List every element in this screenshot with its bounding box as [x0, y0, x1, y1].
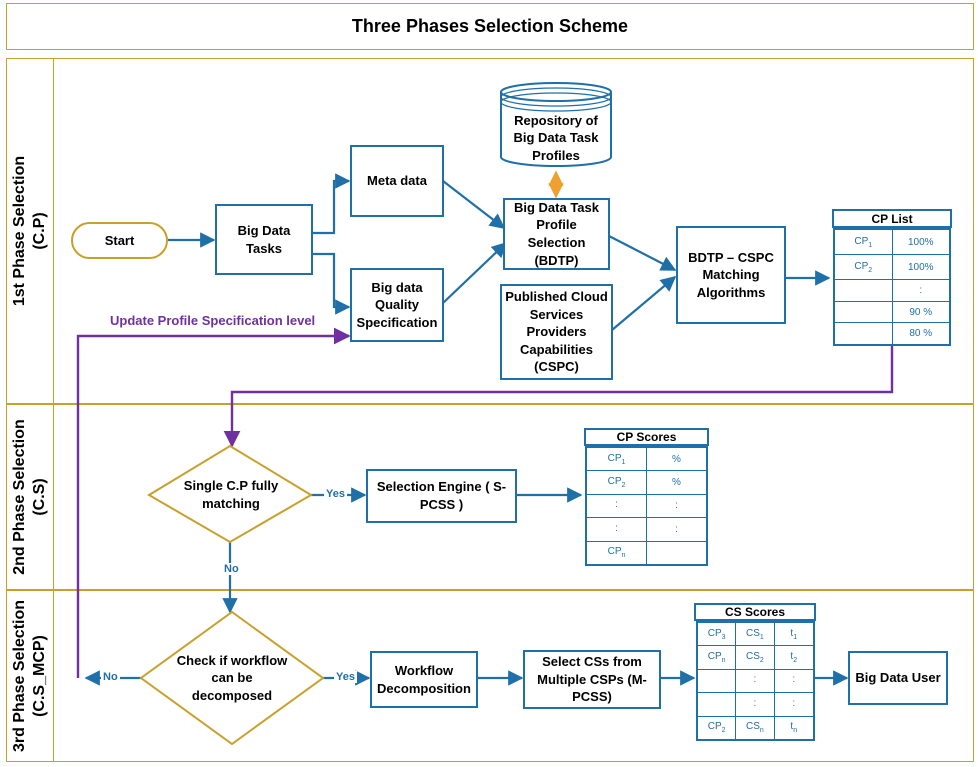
no-label-2: No [101, 671, 120, 683]
repository-label: Repository of Big Data Task Profiles [513, 112, 599, 163]
diagram-title: Three Phases Selection Scheme [6, 3, 974, 50]
table-row: : [834, 279, 950, 302]
repository-cylinder [500, 82, 612, 167]
no-label-1: No [222, 563, 241, 575]
single-cp-diamond [147, 444, 313, 544]
edge-cspc-matching [611, 276, 677, 331]
table-row: CP2% [586, 470, 707, 495]
phase-2-lane [6, 404, 974, 590]
edge-tasks-quality [312, 252, 351, 315]
meta-data-node: Meta data [350, 145, 444, 217]
check-workflow-label: Check if workflow can be decomposed [176, 652, 288, 703]
single-cp-label: Single C.P fully matching [183, 478, 279, 511]
update-profile-label: Update Profile Specification level [110, 313, 316, 328]
table-row: :: [586, 517, 707, 542]
start-node: Start [71, 222, 168, 259]
cp-scores-title: CP Scores [584, 428, 709, 446]
big-data-tasks-node: Big Data Tasks [215, 204, 313, 275]
table-row: 80 % [834, 322, 950, 345]
phase-1-lane [6, 58, 974, 404]
cspc-node: Published Cloud Services Providers Capab… [500, 284, 613, 380]
yes-label-2: Yes [334, 671, 357, 683]
edge-quality-bdtp [442, 241, 508, 304]
workflow-decomposition-node: Workflow Decomposition [370, 651, 478, 708]
cs-scores-title: CS Scores [694, 603, 816, 621]
table-row: :: [696, 692, 815, 717]
table-row: :: [696, 668, 815, 694]
table-row: 90 % [834, 300, 950, 324]
cp-list-title: CP List [832, 209, 952, 228]
matching-node: BDTP – CSPC Matching Algorithms [676, 226, 786, 324]
edge-update-profile [76, 327, 351, 678]
quality-spec-node: Big data Quality Specification [350, 268, 444, 342]
edge-cplist-single [223, 346, 894, 448]
cp-scores-table: CP1% CP2% :: :: CPn [585, 446, 708, 566]
yes-label-1: Yes [324, 488, 347, 500]
check-workflow-diamond [139, 610, 325, 746]
selection-engine-node: Selection Engine ( S-PCSS ) [366, 469, 517, 523]
edge-bdtp-matching [608, 235, 677, 271]
edge-tasks-meta [312, 173, 351, 235]
table-row: CP1% [586, 446, 707, 472]
select-css-node: Select CSs from Multiple CSPs (M-PCSS) [523, 650, 661, 709]
phase-3-lane [6, 590, 974, 762]
lane-label-divider [6, 58, 54, 762]
big-data-user-node: Big Data User [848, 651, 948, 705]
edge-meta-bdtp [442, 180, 506, 229]
table-row: CPn [586, 540, 707, 566]
table-row: :: [586, 493, 707, 519]
bdtp-node: Big Data Task Profile Selection (BDTP) [503, 198, 610, 270]
